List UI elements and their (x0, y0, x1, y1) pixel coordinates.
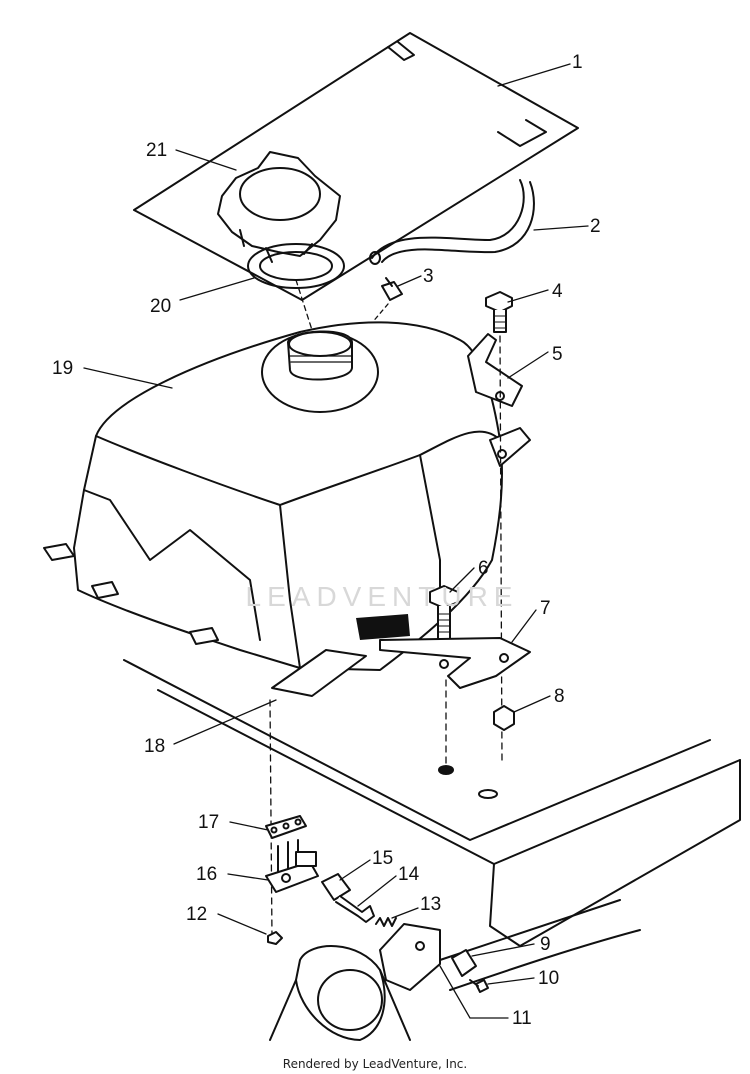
frame-hole-2 (478, 789, 498, 799)
pad-plate (133, 32, 579, 301)
leader-21 (175, 149, 237, 171)
leader-4 (507, 289, 549, 303)
engine-component (269, 945, 411, 1041)
vent-hose (371, 179, 535, 263)
bracket-lower (379, 637, 531, 689)
callout-17: 17 (198, 812, 219, 833)
leader-5 (507, 351, 549, 379)
callout-12: 12 (186, 904, 207, 925)
leader-3 (397, 275, 422, 287)
bracket-upper (467, 333, 523, 407)
callout-20: 20 (150, 296, 171, 317)
callout-7: 7 (540, 598, 551, 619)
bolt-upper (485, 291, 513, 333)
frame-rail-low (489, 759, 741, 947)
shaded-strip (356, 614, 410, 640)
leader-16 (227, 873, 269, 881)
valve-knob (321, 873, 351, 901)
pull-knob (451, 949, 477, 977)
callout-2: 2 (590, 216, 601, 237)
leader-13 (391, 907, 419, 919)
leader-19 (83, 367, 173, 389)
leader-18 (173, 699, 277, 745)
vent-hose-end (369, 251, 381, 265)
leader-15 (339, 859, 371, 881)
callout-4: 4 (552, 281, 563, 302)
plate-hole-1 (270, 826, 278, 834)
screw (469, 979, 489, 993)
callout-10: 10 (538, 968, 559, 989)
leader-2 (533, 225, 589, 231)
leader-9 (471, 943, 535, 957)
plate-hole-3 (294, 818, 302, 826)
callout-3: 3 (423, 266, 434, 287)
pad-notch-left (387, 41, 415, 61)
leader-14 (357, 875, 397, 907)
tab-hole (497, 449, 507, 459)
callout-9: 9 (540, 934, 551, 955)
dash-line-pad (269, 699, 273, 939)
leader-11 (439, 965, 509, 1019)
pad-notch-right (497, 119, 547, 147)
frame-rail-top (123, 659, 711, 841)
leader-17 (229, 821, 269, 831)
pad-strip (271, 649, 367, 697)
callout-5: 5 (552, 344, 563, 365)
callout-14: 14 (398, 864, 420, 885)
plate-hole-2 (282, 822, 290, 830)
callout-8: 8 (554, 686, 565, 707)
gas-cap (217, 151, 341, 263)
nut (493, 705, 515, 731)
bolt-lower (429, 585, 459, 641)
fitting (381, 277, 403, 301)
mount-plate (379, 923, 441, 991)
bracket-lower-hole-1 (439, 659, 449, 669)
leader-8 (513, 695, 551, 713)
fuel-tank (43, 321, 503, 671)
frame-hole (438, 765, 454, 775)
callout-15: 15 (372, 848, 393, 869)
dash-line-cap (295, 279, 313, 331)
callout-19: 19 (52, 358, 73, 379)
mount-plate-hole (415, 941, 425, 951)
leader-7 (511, 609, 537, 643)
callout-21: 21 (146, 140, 167, 161)
callout-11: 11 (512, 1008, 532, 1029)
dash-line-bolt-upper (499, 335, 503, 761)
leader-10 (487, 977, 535, 985)
frame-rail-mid (157, 689, 741, 865)
callout-18: 18 (144, 736, 165, 757)
watermark-text: LEADVENTURE (246, 581, 519, 612)
callout-6: 6 (478, 558, 489, 579)
footer-credit: Rendered by LeadVenture, Inc. (283, 1057, 467, 1071)
fuel-valve (265, 839, 319, 893)
screw-small (267, 931, 283, 945)
callout-13: 13 (420, 894, 441, 915)
leader-1 (497, 63, 571, 87)
valve-stem (335, 895, 375, 923)
bracket-lower-hole-2 (499, 653, 509, 663)
leader-12 (217, 913, 267, 935)
spring (375, 917, 397, 927)
callout-1: 1 (572, 52, 583, 73)
leader-6 (449, 567, 475, 593)
leader-20 (179, 277, 255, 301)
callout-16: 16 (196, 864, 217, 885)
